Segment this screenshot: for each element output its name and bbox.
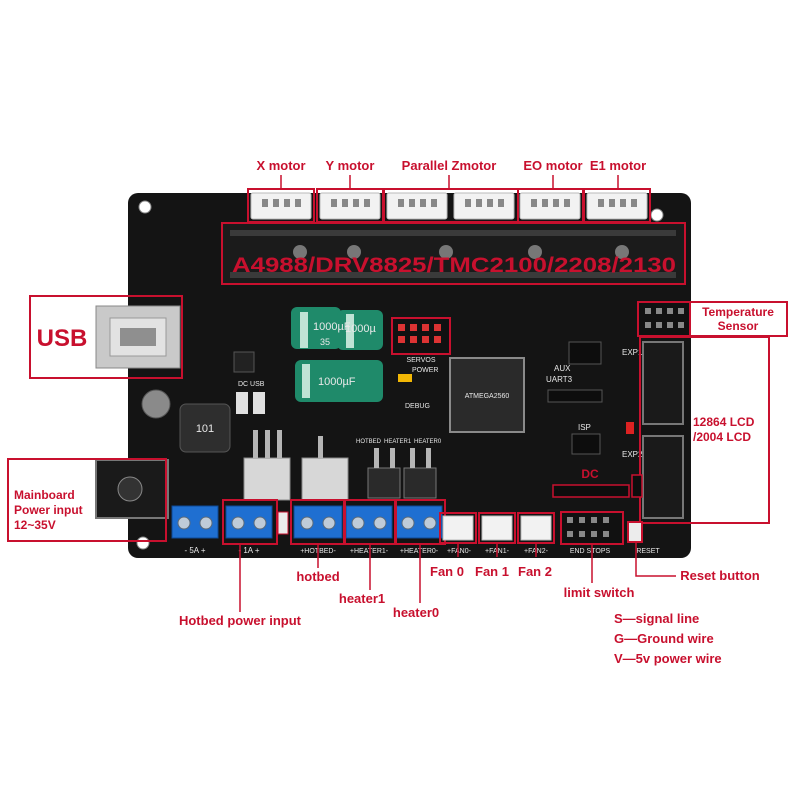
heater0-silk: HEATER0 xyxy=(414,439,442,445)
cap3-value: 1000µF xyxy=(318,376,356,388)
t-fan0-silk: +FAN0- xyxy=(447,548,472,555)
temp-sensor-label-line2: Sensor xyxy=(718,319,759,333)
e0-motor-label: EO motor xyxy=(523,158,582,173)
legend-ground: G—Ground wire xyxy=(614,631,714,646)
mounting-hole xyxy=(136,536,150,550)
isp-silk: ISP xyxy=(578,423,591,432)
cap2-value: 1000µ xyxy=(345,323,376,335)
mainboard-label-line1: Mainboard xyxy=(14,488,75,502)
e1-motor-label: E1 motor xyxy=(590,158,646,173)
temp-sensor-header xyxy=(637,301,691,337)
t-5a-silk: - 5A + xyxy=(184,546,205,555)
exp2-connector xyxy=(642,435,684,519)
driver-type-label: A4988/DRV8825/TMC2100/2208/2130 xyxy=(232,254,676,277)
servos-silk: SERVOS xyxy=(406,357,435,364)
mounting-hole xyxy=(138,200,152,214)
electrolytic-capacitors xyxy=(291,307,383,402)
z2-motor-connector xyxy=(453,192,515,220)
y-motor-connector xyxy=(319,192,381,220)
end-stops-silk: END STOPS xyxy=(570,548,611,555)
dc-usb-silk: DC USB xyxy=(238,381,265,388)
uart3-silk: UART3 xyxy=(546,375,573,384)
mainboard-label-line2: Power input xyxy=(14,503,83,517)
regulators xyxy=(243,457,437,501)
debug-silk: DEBUG xyxy=(405,403,430,410)
hotbed-silk: HOTBED xyxy=(356,439,382,445)
dc-label: DC xyxy=(581,467,599,481)
parallel-z-motor-label: Parallel Zmotor xyxy=(402,158,497,173)
e1-motor-connector xyxy=(586,192,648,220)
power-silk: POWER xyxy=(412,367,438,374)
usb-label-box xyxy=(29,295,183,379)
hotbed-label: hotbed xyxy=(296,569,339,584)
reset-button-label: Reset button xyxy=(680,568,760,583)
z1-motor-connector xyxy=(386,192,448,220)
x-motor-connector xyxy=(250,192,312,220)
reset-silk: RESET xyxy=(636,548,660,555)
aux-silk: AUX xyxy=(554,364,571,373)
lcd-label-line2: /2004 LCD xyxy=(693,430,751,444)
endstop-header xyxy=(560,511,624,545)
inductor-silk: 101 xyxy=(196,423,214,435)
mcu-chip xyxy=(449,357,525,433)
limit-switch-label: limit switch xyxy=(564,585,635,600)
reset-button xyxy=(627,521,643,543)
inductor xyxy=(179,403,231,453)
y-motor-label: Y motor xyxy=(326,158,375,173)
t-1a-silk: - 1A + xyxy=(238,546,259,555)
lcd-label-line1: 12864 LCD xyxy=(693,415,755,429)
exp1-connector xyxy=(642,341,684,425)
heater0-label: heater0 xyxy=(393,605,439,620)
exp1-silk: EXP1 xyxy=(622,348,643,357)
temp-sensor-label-line1: Temperature xyxy=(702,305,774,319)
mounting-hole xyxy=(650,208,664,222)
legend-signal: S—signal line xyxy=(614,611,699,626)
fan2-label: Fan 2 xyxy=(518,564,552,579)
heater1-label: heater1 xyxy=(339,591,385,606)
fan1-label: Fan 1 xyxy=(475,564,509,579)
cap-voltage: 35 xyxy=(320,337,330,347)
mainboard-power-label-box xyxy=(7,458,167,542)
x-motor-label: X motor xyxy=(256,158,305,173)
exp2-silk: EXP2 xyxy=(622,450,643,459)
fan-connectors xyxy=(442,515,552,541)
legend-5v: V—5v power wire xyxy=(614,651,722,666)
mainboard-label-line3: 12~35V xyxy=(14,518,56,532)
usb-label: USB xyxy=(37,325,88,352)
temp-sensor-label-box xyxy=(689,301,788,337)
cap1-value: 1000µF xyxy=(313,321,351,333)
mcu-silk: ATMEGA2560 xyxy=(465,393,510,400)
hotbed-power-input-label: Hotbed power input xyxy=(179,613,302,628)
heater1-silk: HEATER1 xyxy=(384,439,412,445)
fan0-label: Fan 0 xyxy=(430,564,464,579)
e0-motor-connector xyxy=(519,192,581,220)
